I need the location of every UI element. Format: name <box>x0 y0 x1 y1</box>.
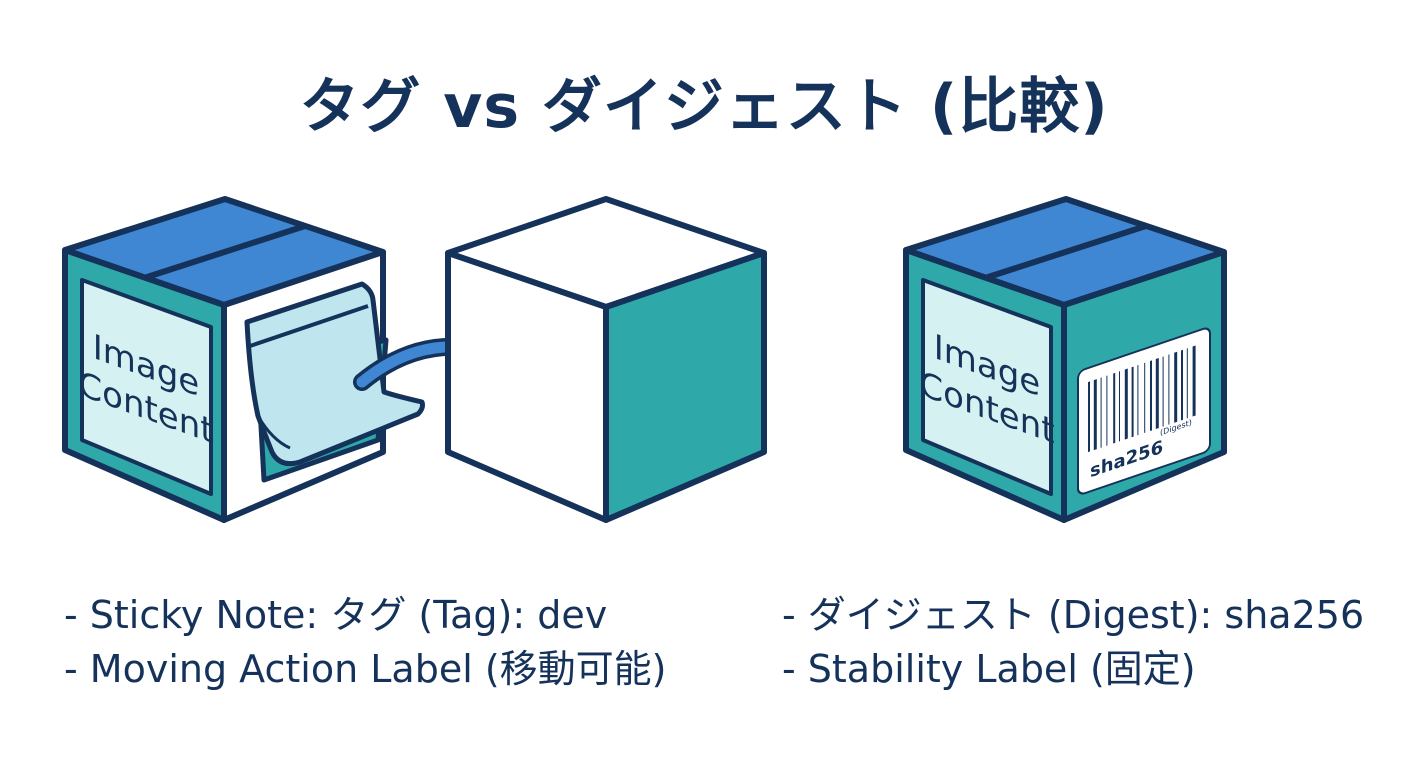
barcode-bar <box>1144 362 1146 433</box>
barcode-label: sha256 (Digest) <box>1077 327 1211 495</box>
tag-caption-line1: - Sticky Note: タグ (Tag): dev <box>64 593 608 637</box>
sticky-note-icon <box>244 281 425 483</box>
barcode-bar <box>1106 375 1108 446</box>
digest-caption: - ダイジェスト (Digest): sha256 - Stability La… <box>782 588 1364 696</box>
barcode-bar <box>1137 364 1139 436</box>
tagged-image-box: Image Content <box>62 196 425 523</box>
tag-caption-line2: - Moving Action Label (移動可能) <box>64 647 667 691</box>
barcode-bar <box>1100 377 1102 448</box>
digest-caption-line2: - Stability Label (固定) <box>782 647 1196 691</box>
barcode-bar <box>1150 360 1152 431</box>
barcode-bar <box>1119 371 1120 442</box>
barcode-bar <box>1124 368 1128 440</box>
digest-image-box: Image Content sha256 (Digest) <box>903 196 1227 523</box>
tag-caption: - Sticky Note: タグ (Tag): dev - Moving Ac… <box>64 588 667 696</box>
barcode-bar <box>1192 345 1196 417</box>
barcode-bar <box>1131 366 1134 438</box>
barcode-bar <box>1093 379 1097 451</box>
barcode-bar <box>1155 358 1159 430</box>
barcode-bar <box>1174 351 1178 423</box>
empty-destination-box <box>445 196 767 523</box>
digest-caption-line1: - ダイジェスト (Digest): sha256 <box>782 593 1365 637</box>
barcode-bar <box>1113 372 1116 444</box>
barcode-bar <box>1162 356 1164 427</box>
barcode-bar <box>1168 354 1170 425</box>
barcode-bar <box>1088 381 1090 453</box>
page-title: タグ vs ダイジェスト (比較) <box>299 72 1109 142</box>
barcode-bar <box>1181 349 1183 421</box>
barcode-icon <box>1088 345 1196 453</box>
barcode-bar <box>1186 348 1188 419</box>
